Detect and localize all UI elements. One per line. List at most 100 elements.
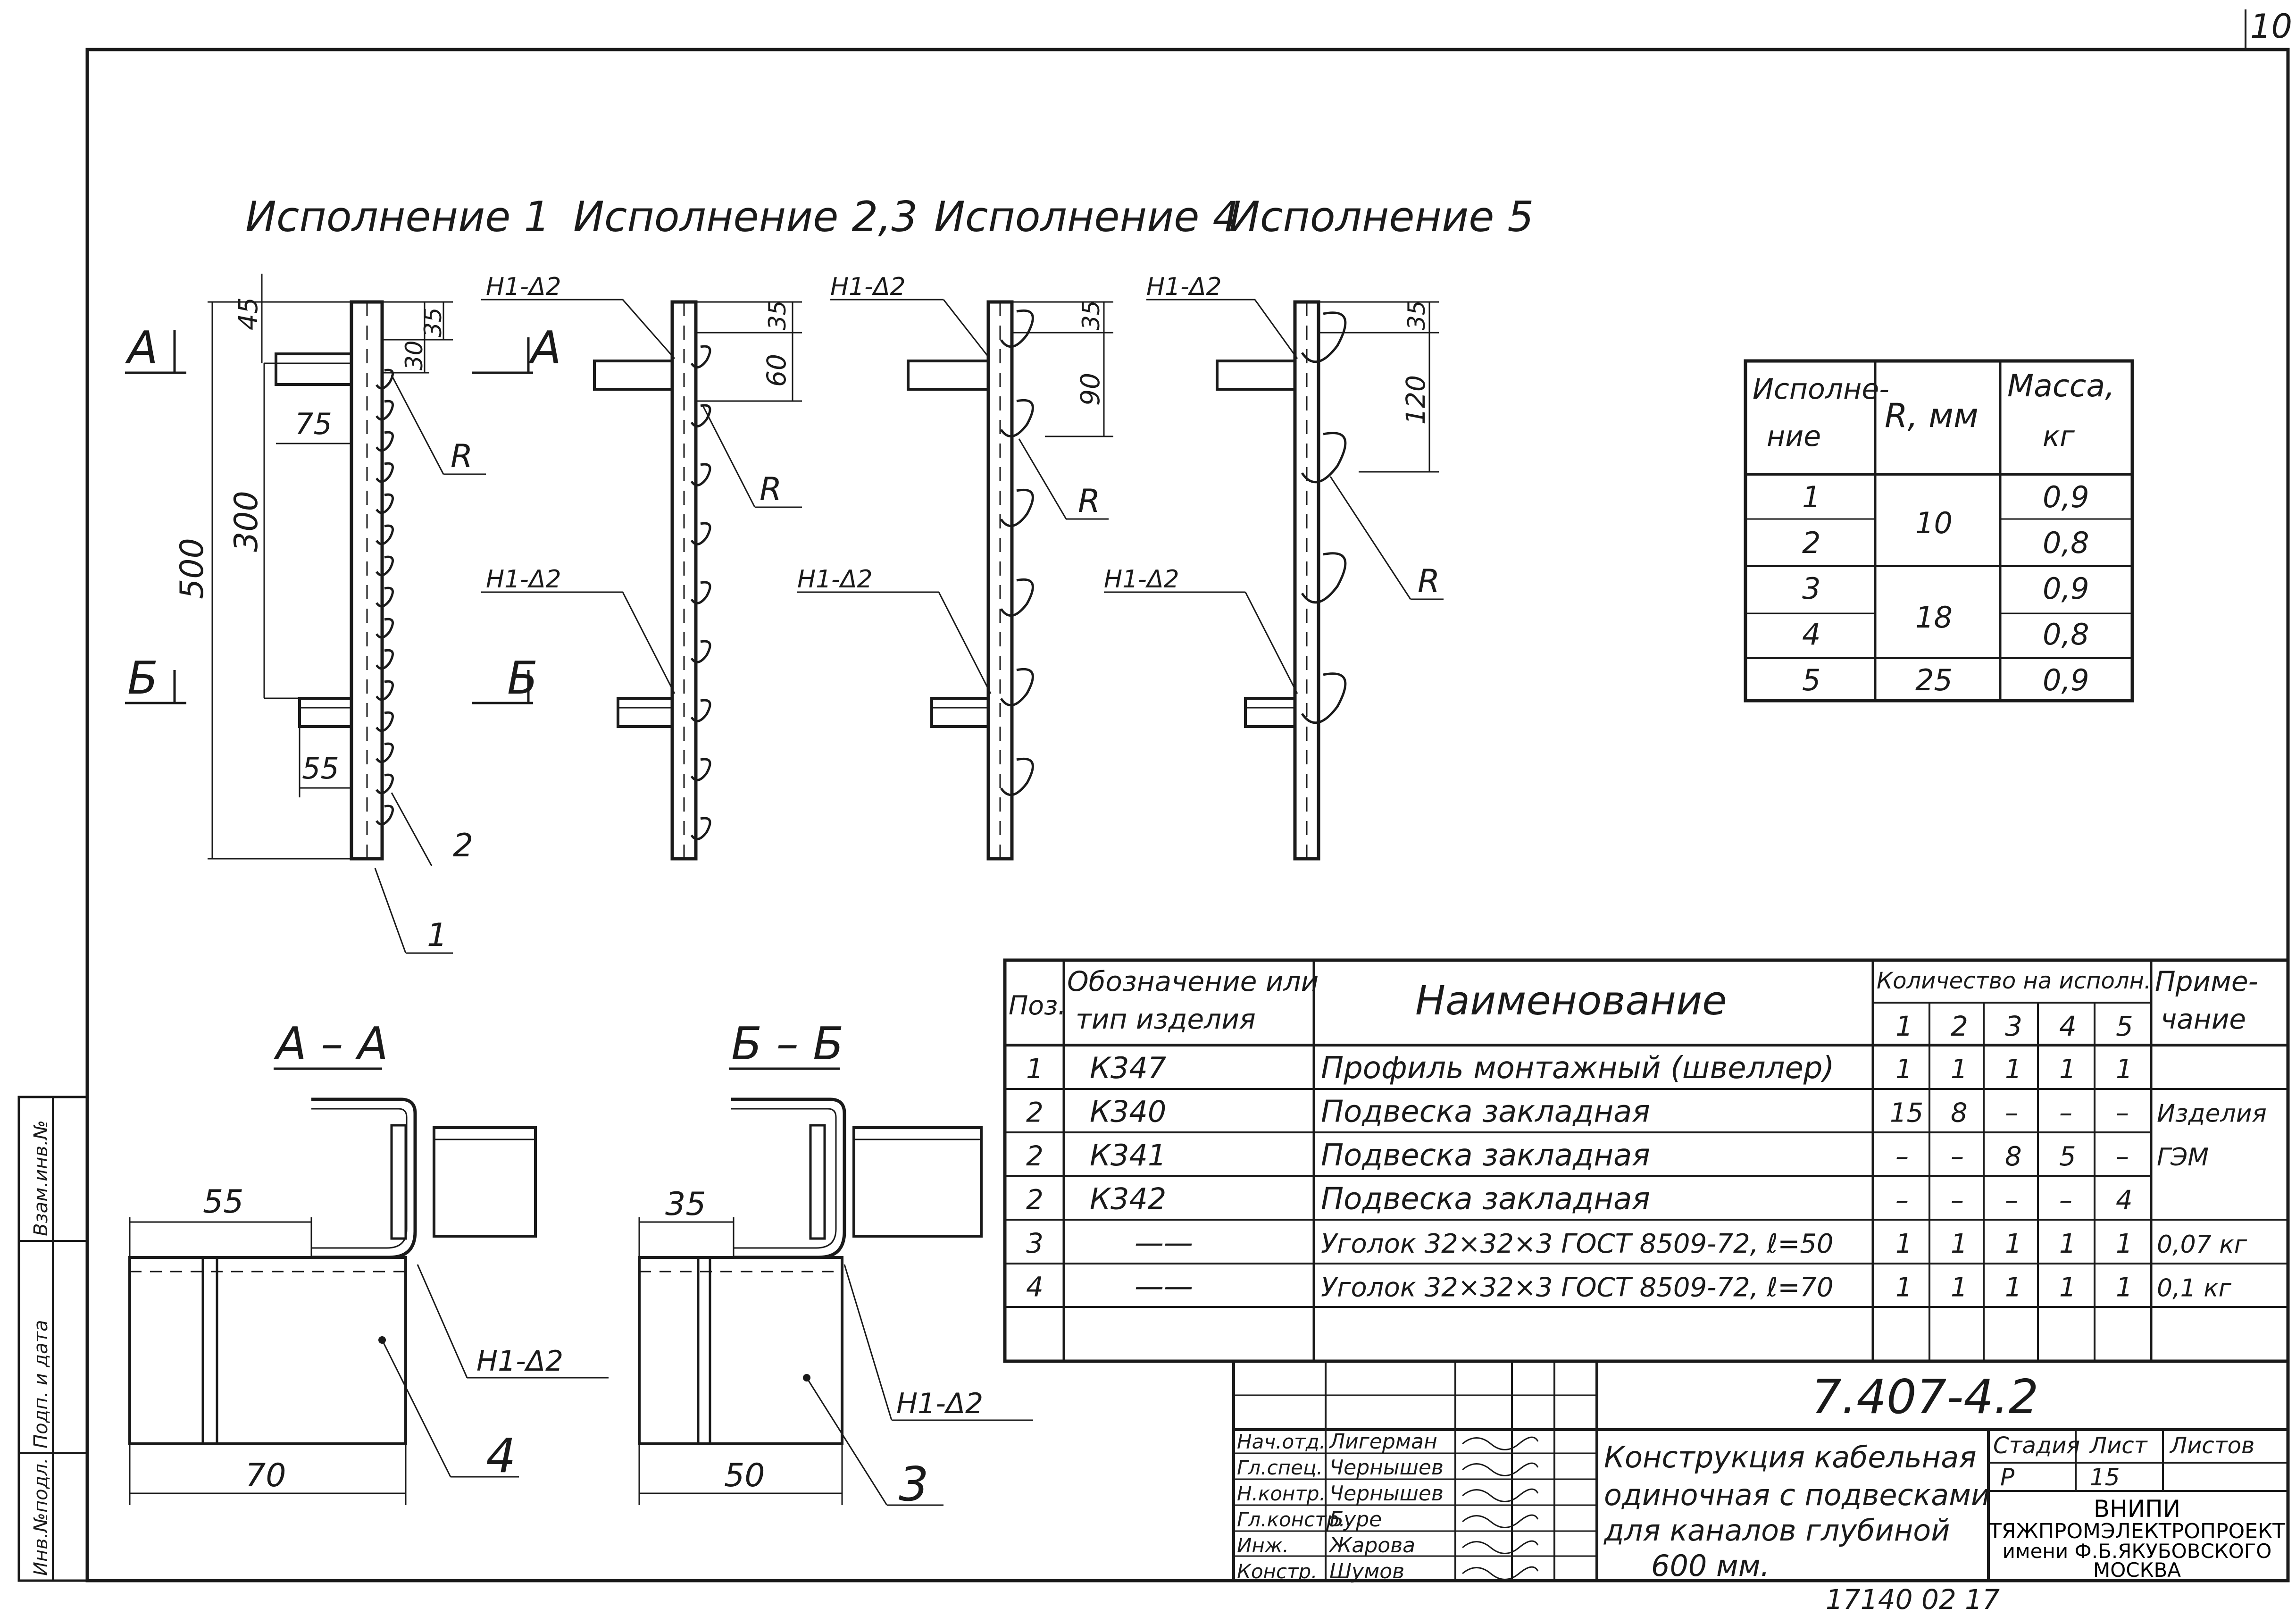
bottom-number: 17140 02 17 — [1826, 1583, 2000, 1616]
mass-table-variant: 5 — [1802, 663, 1820, 697]
hook-mark — [690, 581, 711, 604]
spec-pos: 2 — [1026, 1097, 1044, 1129]
mass-table-header-variant-b: ние — [1767, 420, 1821, 453]
signature — [1462, 1462, 1539, 1476]
leader-pos-4: 4 — [486, 1428, 516, 1483]
spec-header-qty-col: 5 — [2116, 1010, 2133, 1042]
title-person: Шумов — [1329, 1559, 1404, 1583]
hook-mark — [376, 586, 394, 608]
dim-v1-500: 500 — [174, 538, 211, 599]
hook-mark — [376, 618, 394, 639]
dim-bb-35: 35 — [665, 1186, 706, 1223]
spec-qty: – — [2005, 1098, 2018, 1129]
variant-4-drawing — [797, 299, 1113, 861]
spec-qty: 1 — [1951, 1273, 1968, 1303]
hook-mark — [376, 680, 394, 701]
variant-title-4: Исполнение 4 — [934, 193, 1239, 241]
hook-mark — [376, 400, 394, 421]
spec-name: Уголок 32×32×3 ГОСТ 8509-72, ℓ=70 — [1321, 1273, 1834, 1303]
spec-qty: 1 — [2005, 1229, 2022, 1259]
spec-qty: – — [1895, 1185, 1909, 1216]
doc-title-line-3: для каналов глубиной — [1603, 1513, 1950, 1548]
spec-pos: 4 — [1026, 1271, 1044, 1303]
side-stamp-inv: Инв.№подл. — [30, 1457, 52, 1576]
dim-aa-55: 55 — [203, 1183, 244, 1221]
spec-qty: – — [1951, 1141, 1964, 1172]
title-person: Жарова — [1328, 1533, 1415, 1557]
title-role: Н.контр. — [1237, 1482, 1326, 1505]
mass-table-header-mass-b: кг — [2043, 420, 2075, 453]
signature — [1462, 1436, 1539, 1450]
spec-header-qty-col: 3 — [2005, 1010, 2022, 1042]
spec-note: 0,1 кг — [2157, 1274, 2232, 1303]
spec-qty: 1 — [2116, 1273, 2133, 1303]
mass-table-mass: 0,9 — [2043, 480, 2089, 514]
sheet-value: 15 — [2090, 1464, 2120, 1491]
dim-bb-50: 50 — [724, 1457, 765, 1494]
spec-qty: 1 — [1895, 1273, 1912, 1303]
title-block-grid — [1232, 1361, 2288, 1581]
hook-mark — [1000, 757, 1034, 796]
hook-mark — [690, 640, 711, 663]
section-mark-a-2: А — [528, 322, 561, 374]
variant-title-2: Исполнение 2,3 — [573, 193, 918, 241]
dim-aa-70: 70 — [245, 1457, 286, 1494]
mass-table-header-r: R, мм — [1885, 396, 1979, 435]
section-b-b-drawing — [638, 1067, 1033, 1506]
spec-designation: К341 — [1090, 1138, 1166, 1172]
spec-header-qty-col: 1 — [1895, 1010, 1913, 1042]
dim-v2-35: 35 — [764, 300, 791, 330]
hook-mark — [376, 555, 394, 577]
title-person: Чернышев — [1329, 1482, 1444, 1506]
spec-designation: К342 — [1090, 1182, 1166, 1216]
spec-qty: – — [2005, 1185, 2018, 1216]
section-a-a-drawing — [128, 1067, 609, 1505]
spec-pos: 2 — [1026, 1184, 1044, 1216]
section-title-a-a: А – А — [273, 1018, 388, 1070]
hook-mark — [1301, 432, 1347, 484]
hook-mark — [376, 431, 394, 452]
drawing-frame — [85, 9, 2290, 1583]
spec-qty: 1 — [2059, 1229, 2076, 1259]
dim-v1-300: 300 — [228, 491, 265, 552]
spec-name: Профиль монтажный (швеллер) — [1321, 1051, 1834, 1086]
radius-mark-5: R — [1418, 563, 1440, 600]
spec-qty: – — [2059, 1185, 2072, 1216]
title-role: Инж. — [1237, 1534, 1289, 1557]
hook-mark — [690, 758, 711, 781]
spec-pos: 3 — [1026, 1227, 1044, 1259]
spec-header-name: Наименование — [1415, 978, 1727, 1024]
hook-mark — [376, 462, 394, 483]
variant-2-3-drawing — [472, 299, 802, 861]
hook-mark — [376, 711, 394, 732]
hook-mark — [1000, 309, 1034, 348]
spec-qty: 1 — [1895, 1054, 1912, 1085]
variant-1-drawing — [125, 274, 486, 954]
spec-qty: 15 — [1890, 1098, 1923, 1129]
spec-header-qty-col: 4 — [2059, 1010, 2077, 1042]
spec-header-note-b: чание — [2161, 1003, 2246, 1035]
spec-qty: 1 — [1895, 1229, 1912, 1259]
radius-mark-1: R — [451, 438, 473, 475]
section-mark-b-2: Б — [507, 653, 538, 704]
dim-v1-30: 30 — [401, 340, 428, 370]
spec-pos: 2 — [1026, 1140, 1044, 1172]
variant-title-1: Исполнение 1 — [245, 193, 550, 241]
hook-mark — [1000, 578, 1034, 617]
mass-table-variant: 1 — [1802, 480, 1820, 514]
hook-mark — [690, 463, 711, 486]
dim-v2-60: 60 — [761, 354, 792, 387]
signature — [1462, 1566, 1539, 1580]
doc-number: 7.407-4.2 — [1812, 1369, 2038, 1424]
leader-pos-1: 1 — [427, 917, 447, 954]
mass-table-mass: 0,8 — [2043, 526, 2089, 560]
spec-qty: 1 — [1951, 1054, 1968, 1085]
sheets-label: Листов — [2169, 1432, 2254, 1459]
spec-note: ГЭМ — [2157, 1143, 2209, 1172]
mass-table-variant: 2 — [1802, 526, 1820, 560]
spec-qty: 1 — [2116, 1229, 2133, 1259]
title-role: Нач.отд. — [1237, 1430, 1326, 1453]
spec-name: Уголок 32×32×3 ГОСТ 8509-72, ℓ=50 — [1321, 1229, 1834, 1259]
hook-mark — [690, 345, 711, 368]
mass-table-variant: 3 — [1802, 571, 1820, 606]
